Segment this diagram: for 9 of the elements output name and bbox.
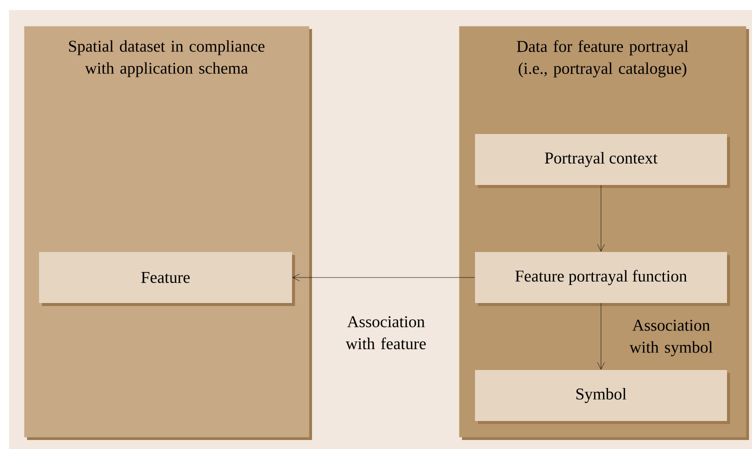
box: Symbol xyxy=(475,370,730,424)
edge-label: Association with symbol xyxy=(630,320,713,356)
arrow xyxy=(597,303,605,370)
arrow xyxy=(292,274,475,282)
edge-label: Association with feature xyxy=(346,316,426,350)
box: Feature xyxy=(39,252,295,306)
arrow xyxy=(597,185,605,252)
box: Portrayal context xyxy=(475,134,730,188)
box: Feature portrayal function xyxy=(475,252,730,306)
